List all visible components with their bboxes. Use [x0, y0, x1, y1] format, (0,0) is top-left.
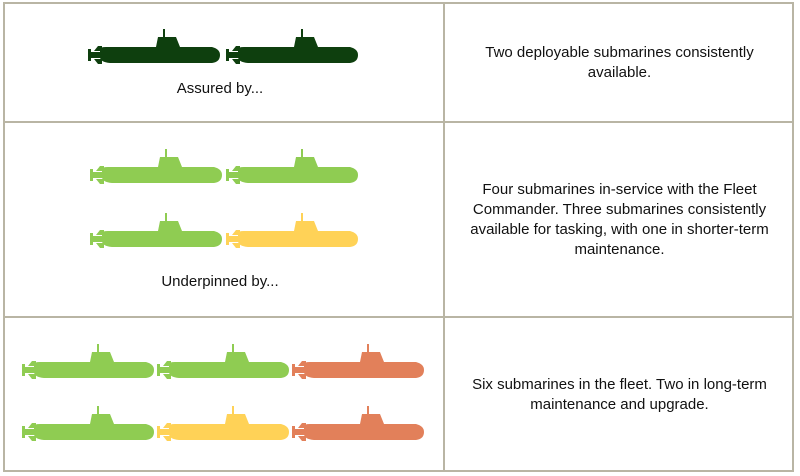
- submarine-icon: [90, 213, 222, 249]
- submarine-icon: [226, 213, 358, 249]
- column-divider: [443, 2, 445, 472]
- submarine-icon: [22, 344, 154, 380]
- row-divider: [3, 316, 794, 318]
- submarine-icon: [88, 29, 220, 65]
- submarine-icon: [22, 406, 154, 442]
- submarine-icon: [157, 406, 289, 442]
- row-description: Two deployable submarines consistently a…: [485, 43, 754, 81]
- submarine-icon: [157, 344, 289, 380]
- submarine-icon: [292, 344, 424, 380]
- submarine-icon: [226, 149, 358, 185]
- row-caption: Underpinned by...: [161, 273, 279, 290]
- submarine-icon: [292, 406, 424, 442]
- row-caption: Assured by...: [176, 80, 264, 97]
- row-description: Six submarines in the fleet. Two in long…: [472, 376, 767, 413]
- submarine-icon: [90, 149, 222, 185]
- submarine-icon: [226, 29, 358, 65]
- table-frame: [3, 2, 794, 472]
- row-divider: [3, 121, 794, 123]
- row-description: Four submarines in-service with the Flee…: [470, 180, 769, 258]
